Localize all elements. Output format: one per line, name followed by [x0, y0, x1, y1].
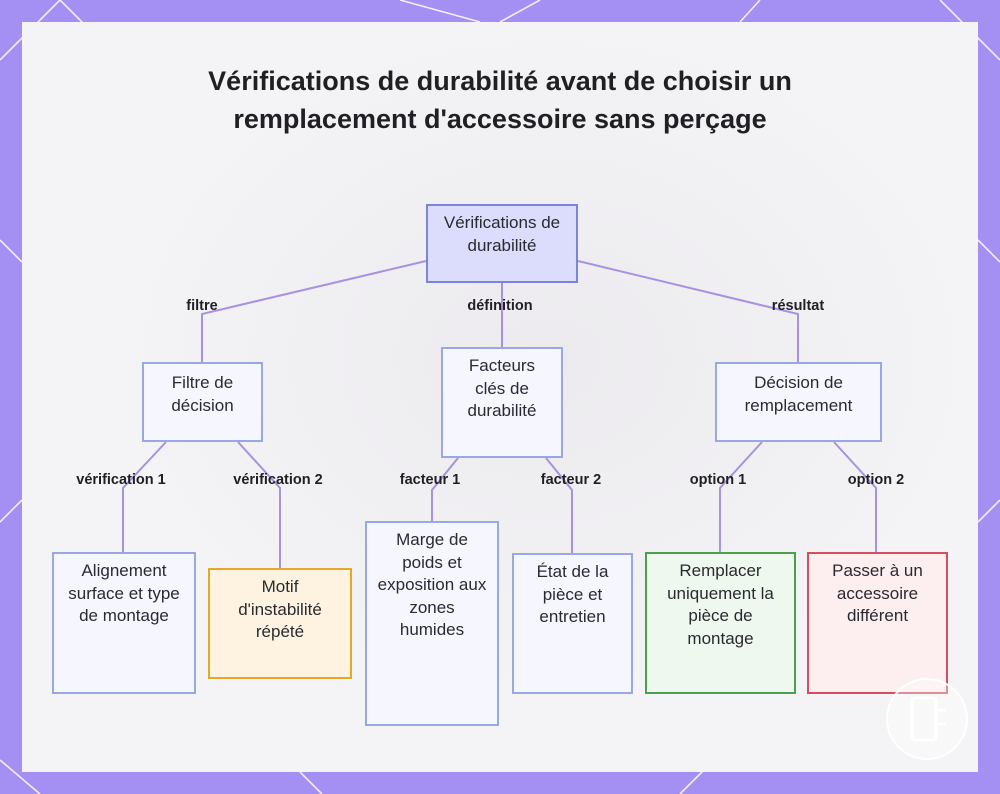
- edge-label-facteur-1: facteur 1: [400, 472, 460, 488]
- edge-verification-2: [238, 442, 280, 568]
- node-facteurs-cles: Facteurs clés de durabilité: [441, 347, 563, 458]
- edge-resultat: [578, 261, 798, 362]
- node-alignement: Alignement surface et type de montage: [52, 552, 196, 694]
- edge-facteur-1: [432, 458, 458, 521]
- diagram-title: Vérifications de durabilité avant de cho…: [200, 62, 800, 138]
- edge-label-option-1: option 1: [690, 472, 746, 488]
- edge-label-option-2: option 2: [848, 472, 904, 488]
- edge-label-resultat: résultat: [772, 298, 824, 314]
- node-decision-de-remplacement: Décision de remplacement: [715, 362, 882, 442]
- node-marge-de-poids: Marge de poids et exposition aux zones h…: [365, 521, 499, 726]
- edge-label-filtre: filtre: [186, 298, 217, 314]
- edge-label-definition: définition: [467, 298, 532, 314]
- node-remplacer-piece: Remplacer uniquement la pièce de montage: [645, 552, 796, 694]
- edge-filtre: [202, 261, 426, 362]
- edge-label-verification-1: vérification 1: [76, 472, 165, 488]
- watermark-logo-icon: [884, 676, 970, 762]
- edge-label-verification-2: vérification 2: [233, 472, 322, 488]
- node-root: Vérifications de durabilité: [426, 204, 578, 283]
- node-passer-accessoire: Passer à un accessoire différent: [807, 552, 948, 694]
- node-filtre-de-decision: Filtre de décision: [142, 362, 263, 442]
- node-motif-instabilite: Motif d'instabilité répété: [208, 568, 352, 679]
- edge-label-facteur-2: facteur 2: [541, 472, 601, 488]
- edge-option-1: [720, 442, 762, 552]
- edge-option-2: [834, 442, 876, 552]
- edge-verification-1: [123, 442, 166, 552]
- node-etat-de-la-piece: État de la pièce et entretien: [512, 553, 633, 694]
